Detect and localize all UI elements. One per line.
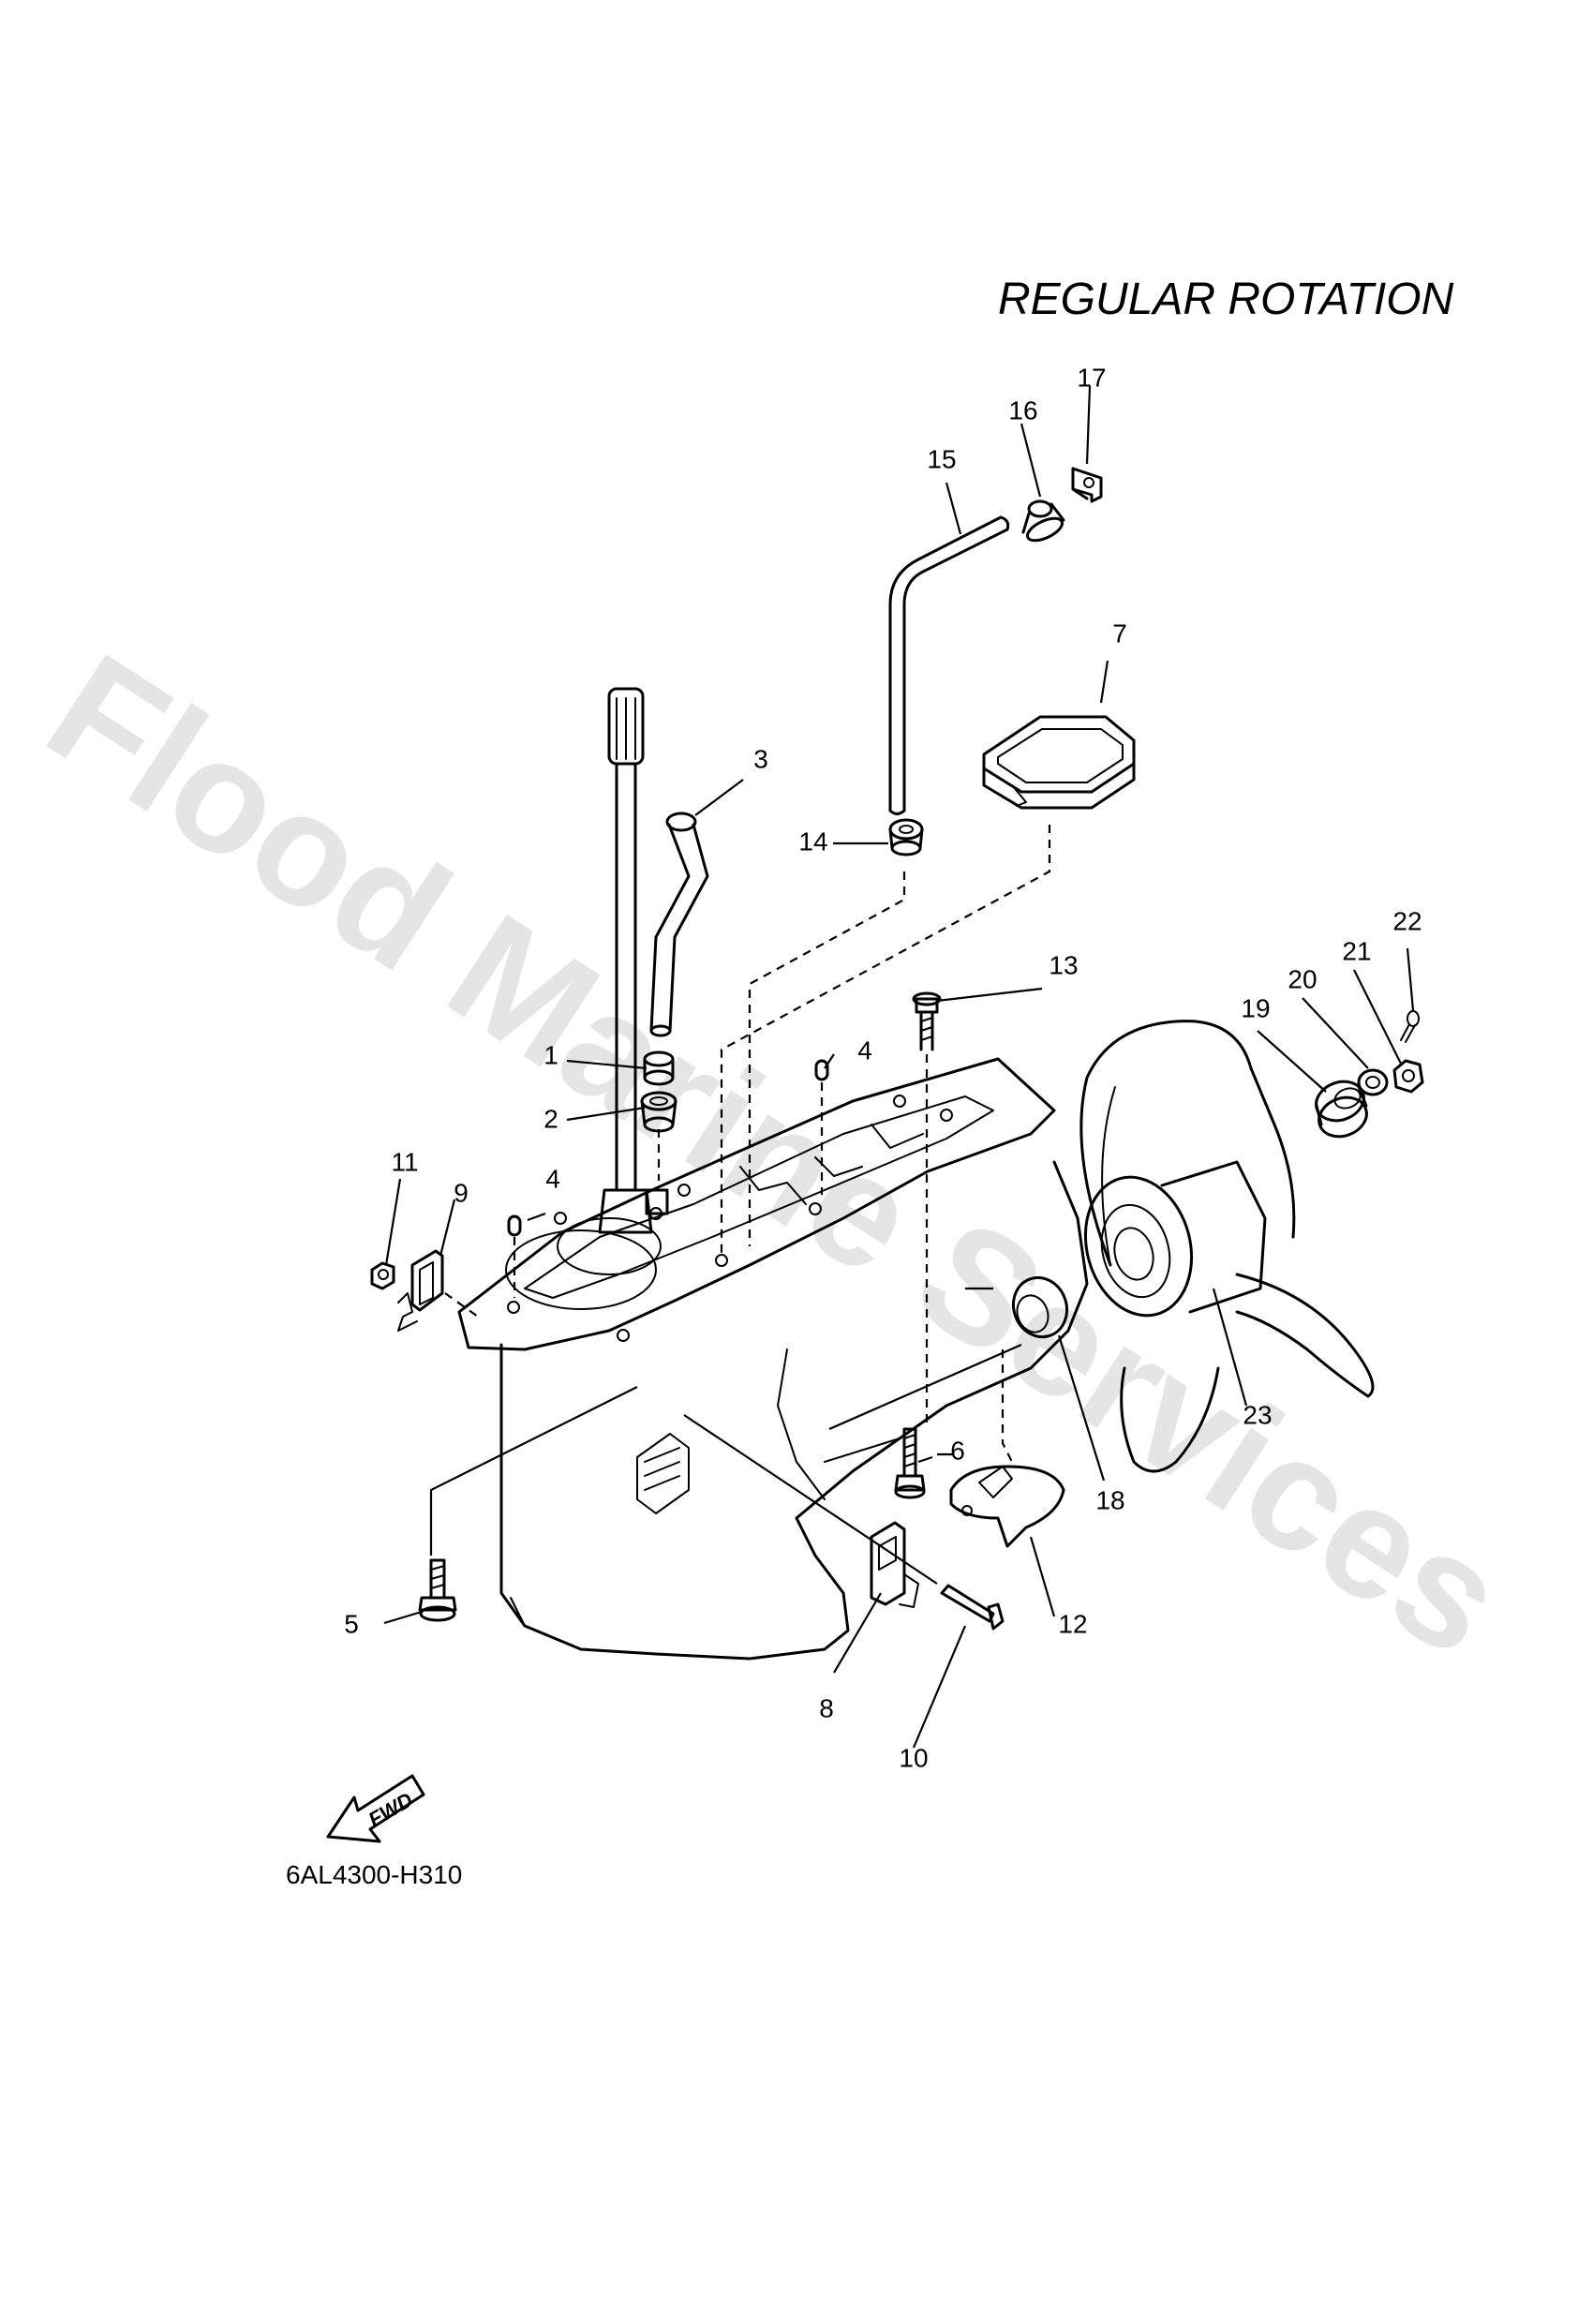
diagram-title: REGULAR ROTATION bbox=[998, 275, 1454, 324]
shaft-collar bbox=[645, 1188, 669, 1215]
part-5-bolt bbox=[418, 1558, 457, 1622]
watermark: Flood Marine Services bbox=[19, 620, 1534, 1691]
assembly-guide-lines bbox=[444, 825, 1051, 1463]
callout-16: 16 bbox=[1008, 395, 1037, 425]
callout-18: 18 bbox=[1095, 1485, 1124, 1514]
callout-2: 2 bbox=[543, 1104, 558, 1133]
part-9-anode bbox=[397, 1249, 444, 1332]
callout-3: 3 bbox=[753, 744, 768, 773]
lower-case-housing bbox=[457, 1057, 1089, 1661]
callout-8: 8 bbox=[819, 1693, 834, 1722]
part-16-sleeve bbox=[1021, 499, 1065, 543]
callout-9: 9 bbox=[454, 1178, 469, 1207]
part-21-nut bbox=[1392, 1059, 1424, 1094]
callout-6: 6 bbox=[950, 1436, 965, 1465]
callout-1: 1 bbox=[543, 1040, 558, 1069]
callout-11: 11 bbox=[391, 1147, 418, 1176]
callout-15: 15 bbox=[927, 444, 956, 473]
leader-lines bbox=[383, 385, 1415, 1749]
fwd-arrow-icon: FWD bbox=[326, 1774, 425, 1843]
callout-22: 22 bbox=[1392, 906, 1422, 935]
part-4-dowel-pin-a bbox=[814, 1059, 829, 1081]
callout-4b: 4 bbox=[545, 1164, 560, 1193]
part-19-spacer bbox=[1315, 1080, 1368, 1139]
part-7-gasket bbox=[982, 715, 1136, 810]
part-18-spacer bbox=[1012, 1275, 1068, 1339]
callout-21: 21 bbox=[1342, 936, 1371, 965]
part-3-water-tube bbox=[649, 812, 709, 1037]
callout-10: 10 bbox=[899, 1743, 928, 1772]
callout-20: 20 bbox=[1288, 964, 1317, 993]
callout-12: 12 bbox=[1058, 1609, 1087, 1638]
part-17-grommet bbox=[1071, 467, 1103, 503]
part-8-anode bbox=[870, 1521, 919, 1608]
fwd-label: FWD bbox=[365, 1788, 417, 1832]
part-4-dowel-pin-b bbox=[507, 1214, 522, 1237]
part-15-tube bbox=[888, 515, 1010, 815]
part-12-trim-tab bbox=[949, 1465, 1065, 1548]
part-13-bolt bbox=[912, 991, 942, 1051]
part-14-grommet bbox=[888, 818, 924, 857]
part-10-bolt bbox=[940, 1584, 1005, 1631]
callout-labels: 1 2 3 4 4 5 6 7 8 9 10 11 12 13 14 15 16… bbox=[344, 363, 1422, 1772]
part-11-nut bbox=[370, 1261, 395, 1290]
callout-13: 13 bbox=[1049, 950, 1078, 979]
callout-4a: 4 bbox=[857, 1035, 872, 1065]
part-23-propeller bbox=[1079, 1020, 1375, 1473]
part-6-bolt bbox=[894, 1427, 926, 1499]
callout-5: 5 bbox=[344, 1609, 359, 1638]
part-20-washer bbox=[1357, 1068, 1389, 1096]
callout-19: 19 bbox=[1241, 993, 1270, 1022]
callout-17: 17 bbox=[1077, 363, 1106, 392]
drive-shaft bbox=[598, 687, 653, 1234]
diagram-code: 6AL4300-H310 bbox=[286, 1860, 462, 1889]
part-22-cotter-pin bbox=[1400, 1010, 1420, 1043]
callout-14: 14 bbox=[798, 827, 827, 856]
callout-7: 7 bbox=[1112, 618, 1127, 648]
callout-23: 23 bbox=[1243, 1400, 1272, 1429]
